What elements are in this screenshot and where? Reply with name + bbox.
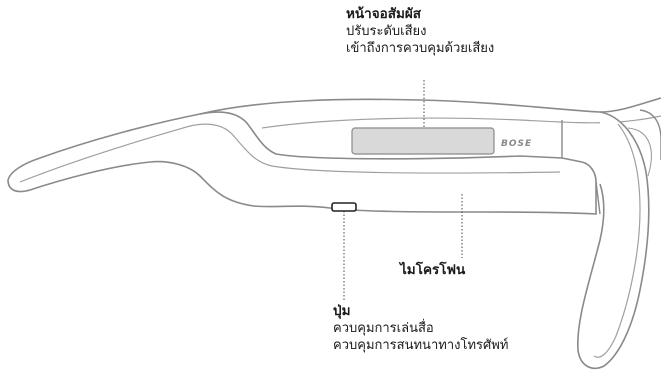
button-title: ปุ่ม (333, 303, 351, 319)
touch-panel-line-1: ปรับระดับเสียง (346, 24, 427, 39)
button-line-2: ควบคุมการสนทนาทางโทรศัพท์ (333, 338, 509, 353)
nose-pad-area (627, 127, 652, 177)
frame-top-inner-line (261, 115, 661, 129)
frame-top-line (199, 97, 661, 115)
microphone-callout: ไมโครโฟน (400, 262, 465, 279)
button-callout: ปุ่ม ควบคุมการเล่นสื่อ ควบคุมการสนทนาทาง… (333, 303, 508, 354)
front-frame-outer (577, 111, 650, 370)
hinge-section (561, 120, 601, 215)
temple-arm-inner-contour (19, 123, 561, 183)
physical-button (331, 202, 357, 212)
microphone-title: ไมโครโฟน (400, 262, 466, 278)
button-line-1: ควบคุมการเล่นสื่อ (333, 321, 434, 336)
touch-panel-line-2: เข้าถึงการควบคุมด้วยเสียง (346, 41, 495, 56)
front-frame-inner (593, 123, 641, 358)
touch-panel (351, 127, 495, 155)
temple-arm (7, 111, 597, 215)
touch-panel-callout: หน้าจอสัมผัส ปรับระดับเสียง เข้าถึงการคว… (346, 6, 494, 57)
bose-logo: BOSE (501, 139, 532, 149)
touch-panel-title: หน้าจอสัมผัส (346, 6, 422, 22)
